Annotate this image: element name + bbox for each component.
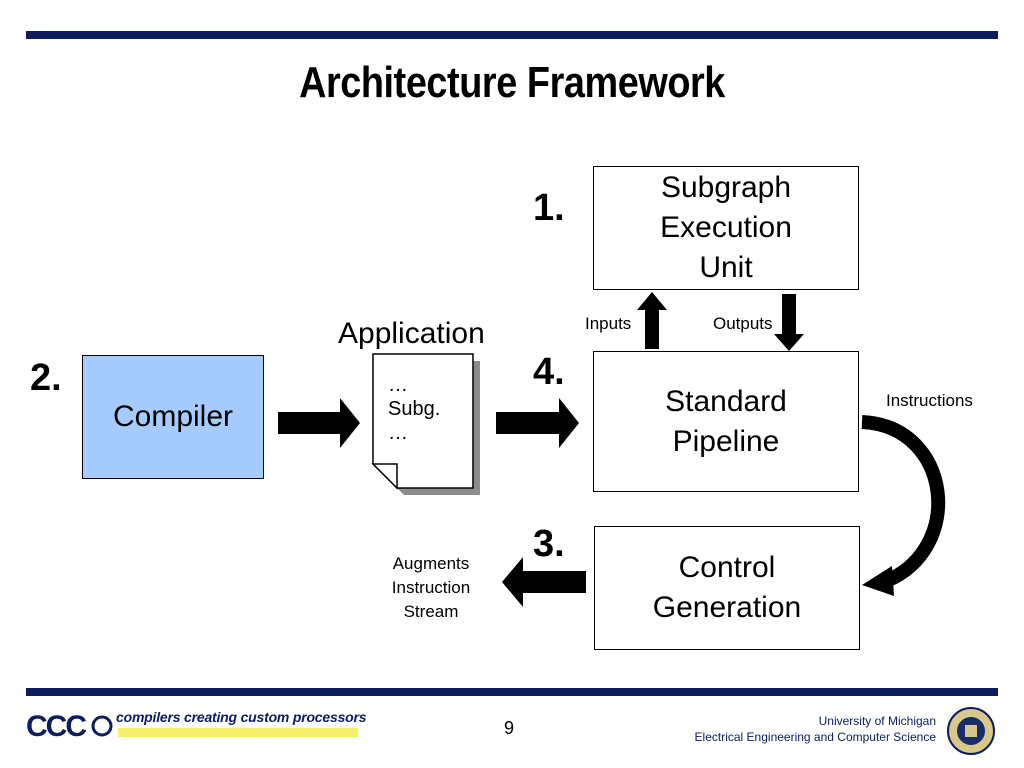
university-seal-icon	[947, 707, 995, 755]
compiler-label: Compiler	[112, 400, 234, 433]
inputs-label: Inputs	[585, 314, 632, 333]
slide-title: Architecture Framework	[299, 58, 725, 107]
control-generation-label: Control Generation	[652, 551, 802, 624]
application-label: Application	[338, 317, 485, 350]
logo-emblem-icon	[91, 715, 113, 737]
compiler-box: Compiler	[82, 355, 264, 479]
augments-arrow	[502, 557, 586, 607]
instructions-curve-arrow	[861, 415, 946, 589]
control-generation-box: Control Generation	[594, 526, 860, 650]
top-rule	[26, 31, 998, 39]
institution-block: University of Michigan Electrical Engine…	[695, 713, 936, 745]
document-text: … Subg. …	[388, 374, 441, 444]
tagline: compilers creating custom processors	[116, 709, 367, 725]
standard-pipeline-label: Standard Pipeline	[665, 384, 787, 458]
step-1-marker: 1.	[533, 187, 565, 229]
tagline-highlight	[118, 728, 358, 737]
outputs-label: Outputs	[713, 314, 773, 333]
department-name: Electrical Engineering and Computer Scie…	[694, 730, 936, 744]
step-4-marker: 4.	[533, 351, 565, 393]
application-to-pipeline-arrow	[496, 398, 579, 448]
subgraph-execution-unit-label: Subgraph Execution Unit	[660, 171, 792, 284]
step-2-marker: 2.	[30, 357, 62, 399]
compiler-to-application-arrow	[278, 398, 360, 448]
document-fold	[371, 463, 398, 490]
standard-pipeline-box: Standard Pipeline	[593, 351, 859, 492]
institution-name: University of Michigan	[818, 714, 936, 728]
ccc-logo-text: CCC	[26, 710, 86, 742]
ccc-logo: CCC	[26, 710, 113, 742]
document-icon	[372, 353, 474, 489]
page-number: 9	[504, 718, 515, 738]
subgraph-execution-unit-box: Subgraph Execution Unit	[593, 166, 859, 290]
outputs-arrow	[774, 294, 804, 351]
instructions-arrowhead	[862, 566, 894, 596]
inputs-arrow	[637, 292, 667, 349]
bottom-rule	[26, 688, 998, 696]
instructions-label: Instructions	[886, 391, 973, 410]
augments-instruction-stream-label: Augments Instruction Stream	[391, 554, 471, 621]
step-3-marker: 3.	[533, 523, 565, 565]
